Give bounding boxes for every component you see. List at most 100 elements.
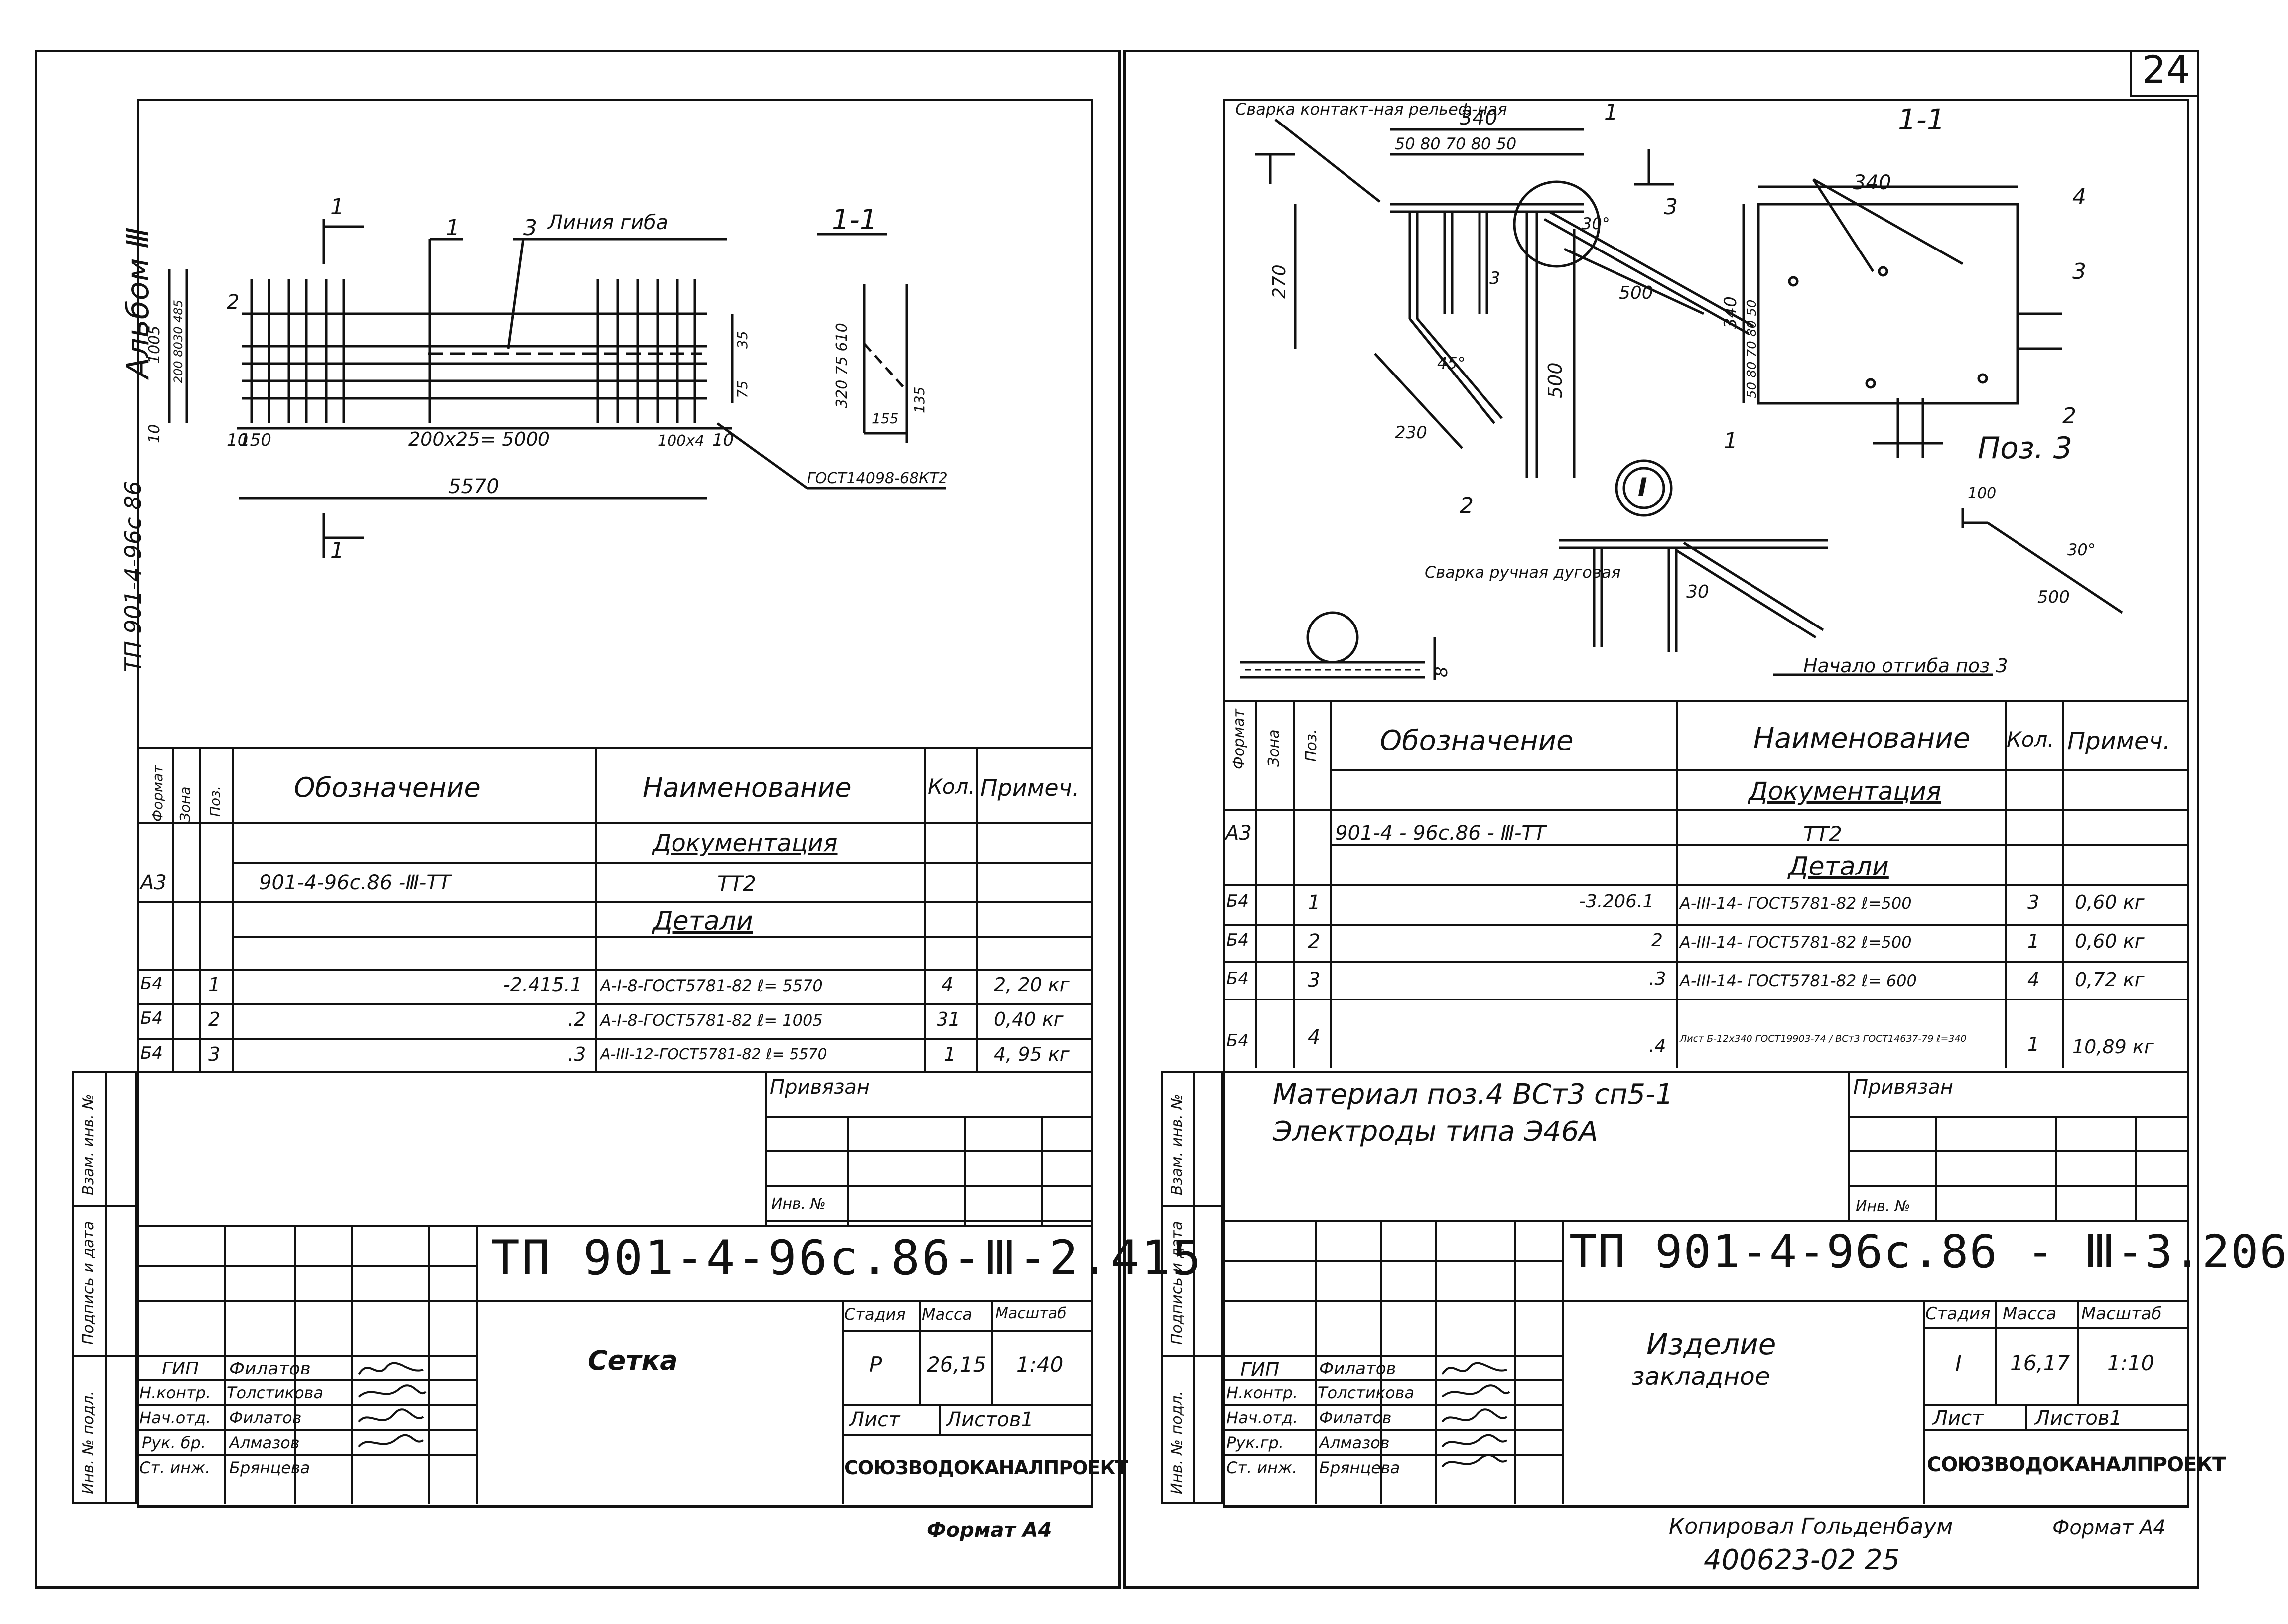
signer-role: Ст. инж. <box>1226 1458 1298 1477</box>
dim-500-incl: 500 <box>1619 283 1653 303</box>
electrodes-note: Электроды типа Э46А <box>1273 1116 1598 1148</box>
dim-1005: 1005 <box>146 326 163 364</box>
bend-start-label: Начало отгиба поз 3 <box>1803 655 2008 677</box>
scale-value: 1:40 <box>1016 1352 1064 1376</box>
dim-small-stack: 200 8030 485 <box>171 300 185 383</box>
signer-name: Филатов <box>229 1408 302 1427</box>
spec-header-pos: Поз. <box>1303 729 1320 762</box>
spec-header-designation: Обозначение <box>1380 725 1574 757</box>
section-340v: 340 <box>1721 296 1741 329</box>
inv-no-label: Инв. № <box>1856 1198 1911 1215</box>
stage-value: Р <box>869 1352 882 1376</box>
dim-30deg-b: 30° <box>2067 540 2096 559</box>
signer-name: Брянцева <box>229 1458 310 1477</box>
archive-number: 400623-02 25 <box>1704 1544 1900 1576</box>
pos3-detail-label: Поз. 3 <box>1978 431 2072 466</box>
mass-value: 16,17 <box>2010 1351 2070 1375</box>
right-drawing-frame <box>1223 99 2189 1508</box>
spec-row-note: 0,60 кг <box>2075 891 2145 913</box>
dim-100x4: 100х4 <box>658 432 704 450</box>
spec-row-note: 2, 20 кг <box>994 974 1070 996</box>
signer-role: ГИП <box>1240 1359 1280 1380</box>
node-mark: I <box>1638 473 1647 501</box>
spec-row-format: Б4 <box>1226 969 1249 989</box>
spec-row-designation: -2.415.1 <box>503 974 582 996</box>
section-title: 1-1 <box>832 204 877 236</box>
left-title-code: ТП 901-4-96с.86-Ⅲ-2.415 <box>491 1230 1203 1286</box>
left-format-label: Формат А4 <box>927 1519 1052 1542</box>
dim-150: 150 <box>239 430 271 450</box>
spec-header-name: Наименование <box>643 772 852 803</box>
spec-row-name: А-III-14- ГОСТ5781-82 ℓ=500 <box>1680 933 1912 952</box>
spec-row-name: А-I-8-ГОСТ5781-82 ℓ= 1005 <box>600 1011 823 1030</box>
gost-weld: ГОСТ14098-68КТ2 <box>807 470 948 487</box>
right-signatures <box>1441 1362 1510 1468</box>
mass-header: Масса <box>2003 1304 2057 1324</box>
spec-row-format: Б4 <box>1226 1031 1249 1051</box>
spec-header-qty: Кол. <box>2007 727 2054 751</box>
spec-row-pos: 2 <box>208 1008 221 1030</box>
dim-section: 320 75 610 <box>833 323 851 408</box>
spec-row-note: 0,40 кг <box>994 1008 1064 1030</box>
left-title-name: Сетка <box>588 1345 678 1376</box>
pos2-right: 2 <box>1460 493 1474 518</box>
spec-row-format: А3 <box>140 872 167 894</box>
pos4-right: 4 <box>2072 184 2086 210</box>
spec-header-designation: Обозначение <box>294 772 481 803</box>
dim-340: 340 <box>1460 107 1497 129</box>
signer-role: Нач.отд. <box>139 1408 211 1427</box>
spec-row-qty: 31 <box>937 1008 961 1030</box>
spec-row-designation: -3.206.1 <box>1579 891 1654 912</box>
dim-100: 100 <box>1968 485 1996 502</box>
signer-name: Алмазов <box>229 1433 300 1452</box>
signer-name: Филатов <box>229 1359 311 1379</box>
dim-mesh: 200х25= 5000 <box>408 428 550 450</box>
spec-section-parts: Детали <box>653 906 753 936</box>
signer-name: Филатов <box>1319 1359 1396 1378</box>
dim-row: 50 80 70 80 50 <box>1395 134 1516 153</box>
pos2-label: 2 <box>227 291 239 314</box>
left-signatures <box>358 1362 427 1448</box>
spec-row-format: Б4 <box>1226 891 1249 911</box>
pos2b-right: 2 <box>2062 403 2076 429</box>
dim-3: 3 <box>1489 268 1500 288</box>
pos1b-right: 1 <box>1724 428 1738 454</box>
spec-row-designation: 901-4-96с.86 -Ⅲ-ТТ <box>259 872 451 894</box>
spec-row-pos: 4 <box>1308 1026 1321 1049</box>
dim-10c: 10 <box>712 430 734 450</box>
section-340: 340 <box>1853 171 1891 194</box>
right-title-name-2: закладное <box>1631 1362 1770 1391</box>
privyazan-label: Привязан <box>770 1076 870 1099</box>
sheets-label: Листов1 <box>2035 1407 2122 1430</box>
spec-row-note: 4, 95 кг <box>994 1043 1070 1065</box>
pos3-right: 3 <box>1664 194 1678 220</box>
side-label-inventory: Инв. № подл. <box>80 1391 97 1494</box>
bend-line-label: Линия гиба <box>547 211 668 234</box>
sheets-label: Листов1 <box>946 1408 1034 1431</box>
stage-header: Стадия <box>1925 1304 1991 1324</box>
material-note: Материал поз.4 ВСт3 сп5-1 <box>1273 1078 1673 1111</box>
spec-row-name: ТТ2 <box>717 872 757 896</box>
right-side-strip <box>1161 1071 1223 1504</box>
spec-row-name: А-III-14- ГОСТ5781-82 ℓ=500 <box>1680 894 1912 913</box>
spec-row-note: 10,89 кг <box>2072 1036 2154 1058</box>
side-label-inventory: Инв. № подл. <box>1168 1391 1186 1494</box>
spec-header-format: Формат <box>1230 709 1248 769</box>
inv-no-label: Инв. № <box>771 1195 826 1213</box>
spec-header-note: Примеч. <box>2067 727 2171 755</box>
side-label-signature: Подпись и дата <box>80 1221 97 1345</box>
signer-role: ГИП <box>162 1359 199 1379</box>
scale-header: Масштаб <box>995 1305 1067 1322</box>
mass-value: 26,15 <box>927 1352 987 1376</box>
dim-8: 8 <box>1432 666 1452 677</box>
weld-manual-label: Сварка ручная дуговая <box>1425 563 1621 582</box>
spec-row-qty: 4 <box>942 974 954 996</box>
signer-role: Н.контр. <box>139 1383 211 1402</box>
dim-230: 230 <box>1395 423 1427 443</box>
spec-row-name: А-I-8-ГОСТ5781-82 ℓ= 5570 <box>600 976 823 995</box>
spec-row-note: 0,60 кг <box>2075 930 2145 952</box>
spec-row-pos: 1 <box>1308 891 1321 914</box>
section-mark-bottom: 1 <box>330 538 344 563</box>
spec-header-name: Наименование <box>1753 722 1971 754</box>
signer-role: Рук. бр. <box>142 1433 206 1452</box>
